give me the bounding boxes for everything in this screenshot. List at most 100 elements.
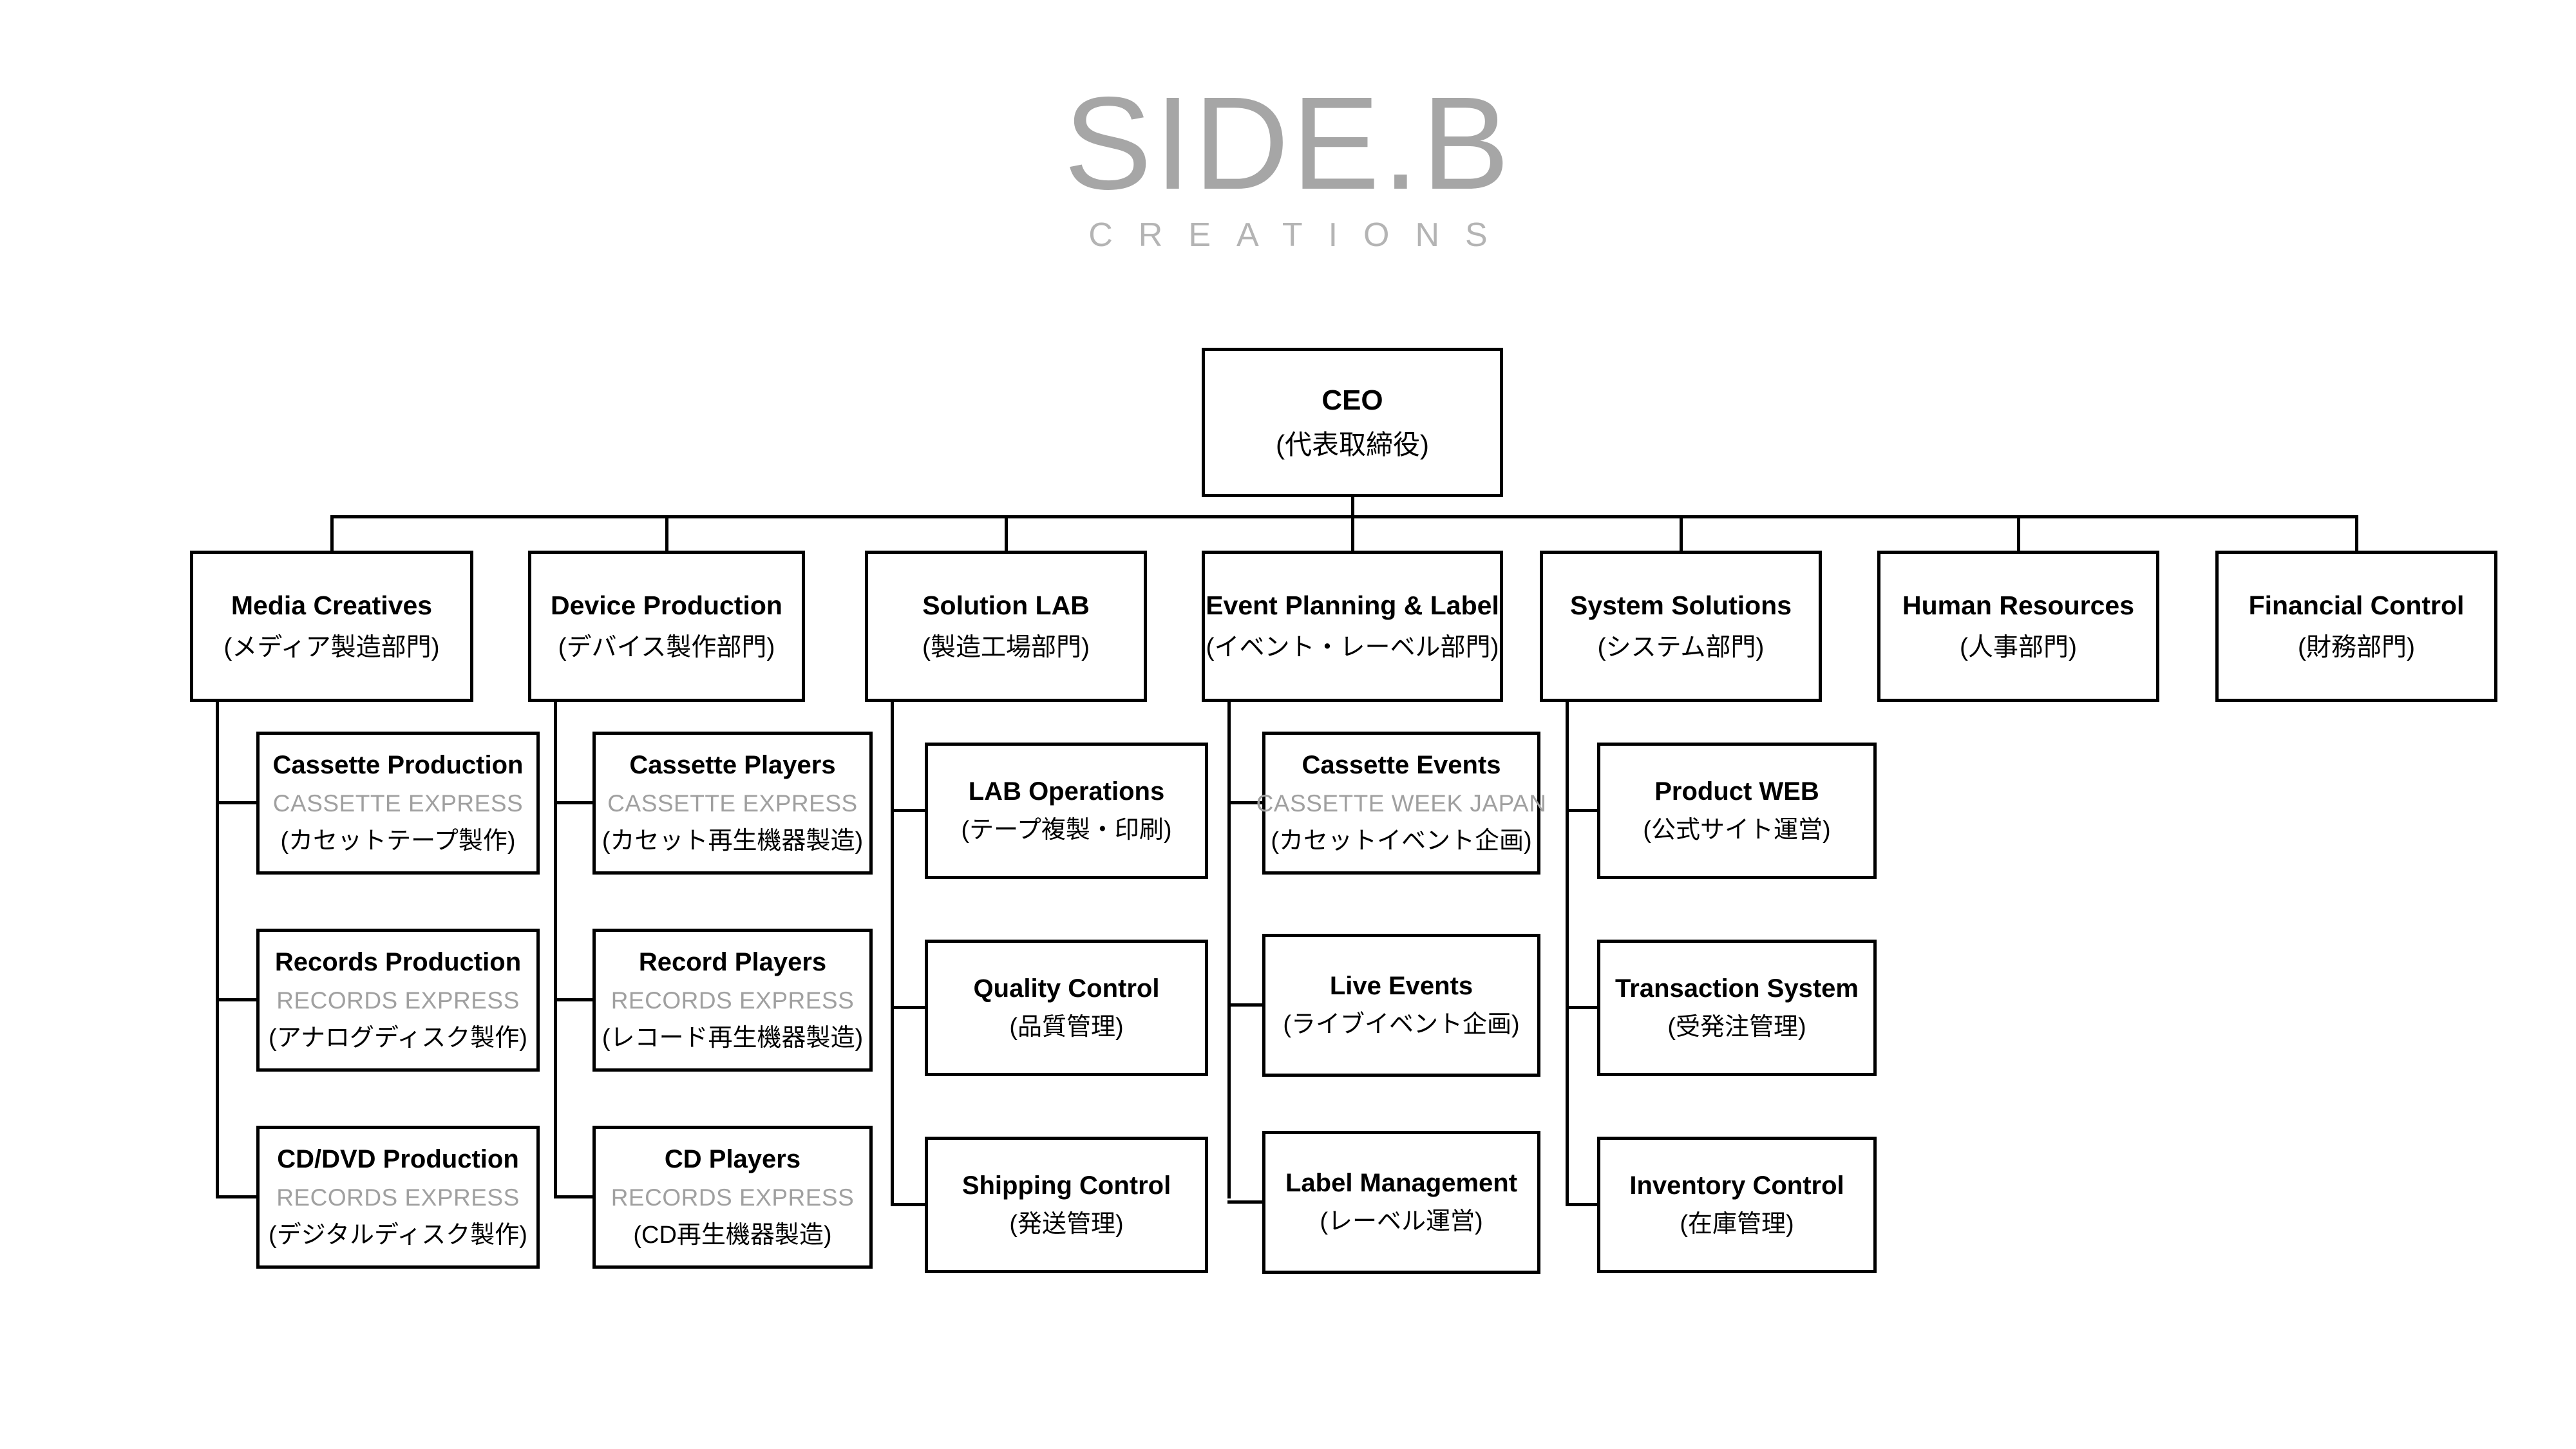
node-title: Solution LAB (922, 591, 1090, 621)
node-subtitle: (公式サイト運営) (1643, 817, 1831, 844)
node-brand-label: RECORDS EXPRESS (276, 987, 520, 1014)
department-system-solutions-trunk (1566, 702, 1569, 1206)
unit-inventory-control-node[interactable]: Inventory Control(在庫管理) (1597, 1137, 1877, 1273)
node-subtitle: (人事部門) (1960, 633, 2077, 661)
department-system-solutions-node[interactable]: System Solutions (システム部門) (1540, 551, 1822, 702)
department-media-creatives-stem (330, 515, 334, 551)
node-title: Device Production (551, 591, 782, 621)
node-subtitle: (アナログディスク製作) (269, 1025, 527, 1052)
node-brand-label: CASSETTE EXPRESS (272, 790, 524, 817)
department-event-planning-label-node[interactable]: Event Planning & Label (イベント・レーベル部門) (1202, 551, 1503, 702)
unit-label-management-node[interactable]: Label Management (レーベル運営) (1262, 1131, 1540, 1274)
node-subtitle: (レーベル運営) (1320, 1208, 1483, 1236)
node-subtitle: (システム部門) (1597, 633, 1765, 661)
node-subtitle: (在庫管理) (1680, 1211, 1794, 1238)
logo-tagline: CREATIONS (1088, 216, 1513, 254)
node-title: Records Production (274, 948, 522, 977)
node-subtitle: (デバイス製作部門) (558, 633, 775, 661)
node-subtitle: (テープ複製・印刷) (961, 817, 1172, 844)
department-device-production-branch (554, 1195, 592, 1198)
node-subtitle: (デジタルディスク製作) (269, 1222, 527, 1249)
department-event-planning-label-branch (1227, 1200, 1262, 1204)
node-subtitle: (品質管理) (1009, 1014, 1124, 1041)
department-solution-lab-branch (891, 809, 925, 812)
node-subtitle: (カセットイベント企画) (1271, 828, 1532, 855)
node-title: Human Resources (1902, 591, 2134, 621)
node-subtitle: (カセット再生機器製造) (601, 828, 864, 855)
department-device-production-trunk (554, 702, 557, 1198)
department-media-creatives-branch (216, 1195, 256, 1198)
node-brand-label: CASSETTE EXPRESS (607, 790, 858, 817)
node-subtitle: (代表取締役) (1276, 430, 1429, 460)
node-title: Cassette Events (1302, 751, 1501, 780)
unit-quality-control-node[interactable]: Quality Control (品質管理) (925, 940, 1208, 1076)
node-title: Label Management (1285, 1168, 1518, 1197)
department-human-resources-stem (2017, 515, 2020, 551)
node-title: Cassette Players (629, 751, 836, 780)
department-media-creatives-trunk (216, 702, 219, 1198)
department-solution-lab-branch (891, 1203, 925, 1206)
unit-shipping-control-node[interactable]: Shipping Control (発送管理) (925, 1137, 1208, 1273)
logo-wordmark: SIDE.B (1063, 70, 1513, 217)
department-event-planning-label-trunk (1227, 702, 1231, 1198)
department-system-solutions-stem (1680, 515, 1683, 551)
unit-live-events-node[interactable]: Live Events (ライブイベント企画) (1262, 934, 1540, 1077)
node-title: Media Creatives (231, 591, 433, 621)
department-solution-lab-stem (1005, 515, 1008, 551)
node-title: Financial Control (2248, 591, 2465, 621)
node-subtitle: (発送管理) (1009, 1211, 1124, 1238)
node-title: Transaction System (1615, 974, 1859, 1003)
node-title: Event Planning & Label (1206, 591, 1499, 621)
department-human-resources-node[interactable]: Human Resources (人事部門) (1877, 551, 2159, 702)
node-title: CEO (1321, 384, 1383, 417)
department-system-solutions-branch (1566, 1203, 1597, 1206)
unit-lab-operations-node[interactable]: LAB Operations (テープ複製・印刷) (925, 743, 1208, 879)
node-subtitle: (イベント・レーベル部門) (1206, 633, 1499, 661)
unit-product-web-node[interactable]: Product WEB(公式サイト運営) (1597, 743, 1877, 879)
department-device-production-branch (554, 998, 592, 1001)
node-title: Live Events (1329, 971, 1473, 1000)
department-solution-lab-branch (891, 1006, 925, 1009)
node-subtitle: (メディア製造部門) (223, 633, 440, 661)
department-device-production-node[interactable]: Device Production (デバイス製作部門) (528, 551, 805, 702)
department-device-production-stem (665, 515, 668, 551)
node-subtitle: (レコード再生機器製造) (601, 1025, 864, 1052)
department-bus (330, 515, 2358, 518)
ceo-node[interactable]: CEO (代表取締役) (1202, 348, 1503, 497)
department-media-creatives-branch (216, 998, 256, 1001)
unit-transaction-system-node[interactable]: Transaction System (受発注管理) (1597, 940, 1877, 1076)
node-title: LAB Operations (968, 777, 1165, 806)
department-system-solutions-branch (1566, 809, 1597, 812)
node-subtitle: (製造工場部門) (922, 633, 1090, 661)
department-media-creatives-branch (216, 801, 256, 804)
department-financial-control-stem (2355, 515, 2358, 551)
node-brand-label: RECORDS EXPRESS (611, 1184, 855, 1211)
department-event-planning-label-stem (1351, 515, 1354, 551)
node-title: Record Players (638, 948, 827, 977)
department-solution-lab-trunk (891, 702, 894, 1206)
department-solution-lab-node[interactable]: Solution LAB (製造工場部門) (865, 551, 1147, 702)
department-financial-control-node[interactable]: Financial Control (財務部門) (2215, 551, 2497, 702)
node-title: System Solutions (1569, 591, 1792, 621)
node-brand-label: RECORDS EXPRESS (276, 1184, 520, 1211)
node-subtitle: (ライブイベント企画) (1283, 1011, 1520, 1039)
node-subtitle: (受発注管理) (1667, 1014, 1806, 1041)
node-title: CD/DVD Production (277, 1145, 519, 1174)
department-event-planning-label-branch (1227, 801, 1262, 804)
department-device-production-branch (554, 801, 592, 804)
department-media-creatives-node[interactable]: Media Creatives (メディア製造部門) (190, 551, 473, 702)
ceo-stem (1351, 497, 1354, 515)
node-title: Quality Control (973, 974, 1160, 1003)
node-title: Shipping Control (961, 1171, 1171, 1200)
node-subtitle: (財務部門) (2298, 633, 2415, 661)
department-system-solutions-branch (1566, 1006, 1597, 1009)
department-event-planning-label-branch (1227, 1003, 1262, 1007)
